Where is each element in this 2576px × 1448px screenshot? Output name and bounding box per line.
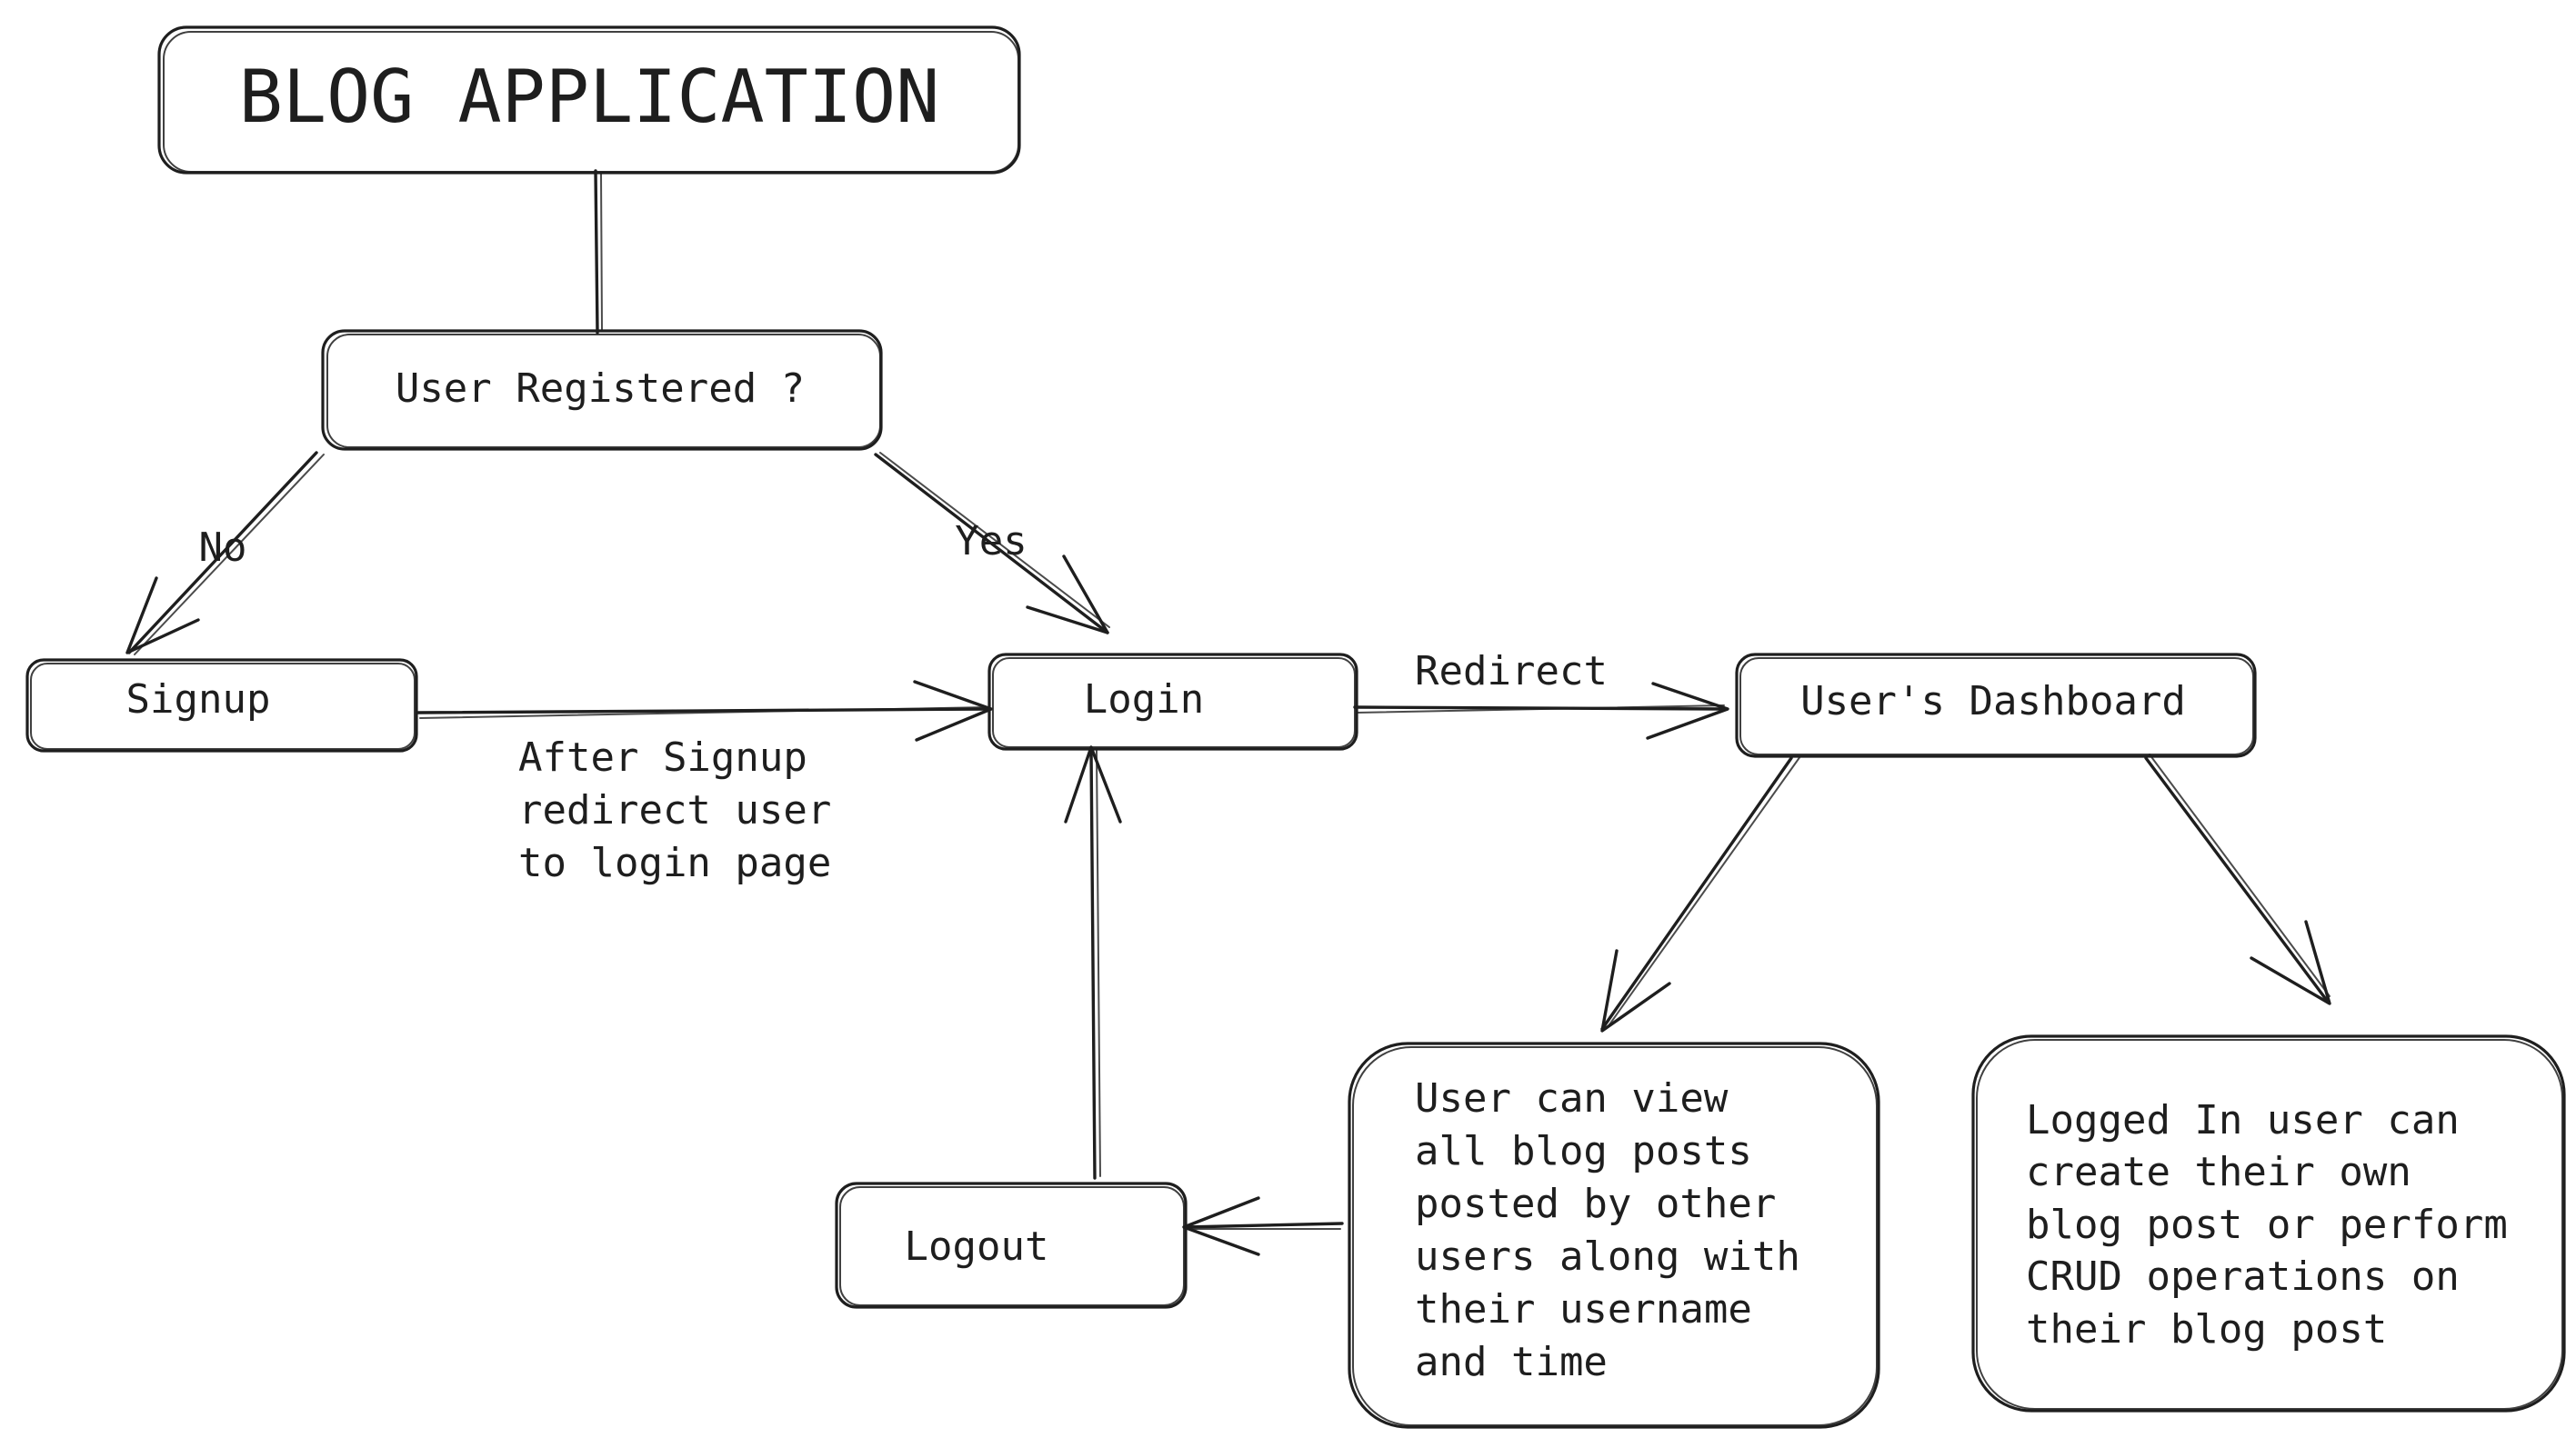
edge-dashboard-to-crud xyxy=(2144,754,2331,1005)
login-label: Login xyxy=(1084,676,1204,723)
edge-login-to-dashboard xyxy=(1353,682,1729,740)
logout-node[interactable]: Logout xyxy=(835,1182,1188,1309)
edge-dashboard-to-view xyxy=(1600,755,1801,1033)
edge-title-to-registered xyxy=(594,169,603,335)
view-posts-line: all blog posts xyxy=(1415,1128,1752,1174)
view-posts-line: and time xyxy=(1415,1339,1608,1385)
logout-label: Logout xyxy=(905,1223,1049,1270)
edge-label-after-signup: After Signup redirect user to login page xyxy=(518,734,856,886)
dashboard-node[interactable]: User's Dashboard xyxy=(1735,653,2257,758)
dashboard-label: User's Dashboard xyxy=(1800,678,2186,724)
after-signup-line: to login page xyxy=(518,840,831,886)
title-label: BLOG APPLICATION xyxy=(239,55,940,139)
crud-posts-line: their blog post xyxy=(2026,1306,2387,1353)
after-signup-line: redirect user xyxy=(518,787,831,834)
signup-node[interactable]: Signup xyxy=(25,658,418,753)
edge-logout-to-login xyxy=(1064,745,1122,1180)
edge-label-no: No xyxy=(199,524,247,571)
edge-view-to-logout xyxy=(1182,1196,1344,1256)
view-posts-node[interactable]: User can view all blog posts posted by o… xyxy=(1348,1042,1880,1429)
view-posts-text: User can view all blog posts posted by o… xyxy=(1415,1075,1824,1385)
after-signup-line: After Signup xyxy=(518,734,807,781)
signup-label: Signup xyxy=(126,676,271,723)
crud-posts-line: CRUD operations on xyxy=(2026,1253,2460,1300)
crud-posts-node[interactable]: Logged In user can create their own blog… xyxy=(1971,1034,2566,1413)
crud-posts-line: Logged In user can xyxy=(2026,1097,2460,1143)
user-registered-label: User Registered ? xyxy=(396,365,805,412)
view-posts-line: their username xyxy=(1415,1286,1752,1333)
title-node[interactable]: BLOG APPLICATION xyxy=(157,25,1021,175)
edge-yes-to-login xyxy=(874,452,1110,634)
edge-label-redirect: Redirect xyxy=(1415,648,1608,694)
crud-posts-text: Logged In user can create their own blog… xyxy=(2026,1097,2531,1353)
edge-signup-to-login xyxy=(416,680,993,742)
view-posts-line: posted by other xyxy=(1415,1181,1776,1227)
crud-posts-line: create their own xyxy=(2026,1149,2411,1195)
login-node[interactable]: Login xyxy=(987,653,1358,751)
crud-posts-line: blog post or perform xyxy=(2026,1202,2508,1248)
edge-no-to-signup xyxy=(125,451,325,655)
edge-label-yes: Yes xyxy=(955,518,1027,564)
user-registered-node[interactable]: User Registered ? xyxy=(321,329,883,451)
view-posts-line: User can view xyxy=(1415,1075,1729,1122)
view-posts-line: users along with xyxy=(1415,1233,1800,1280)
